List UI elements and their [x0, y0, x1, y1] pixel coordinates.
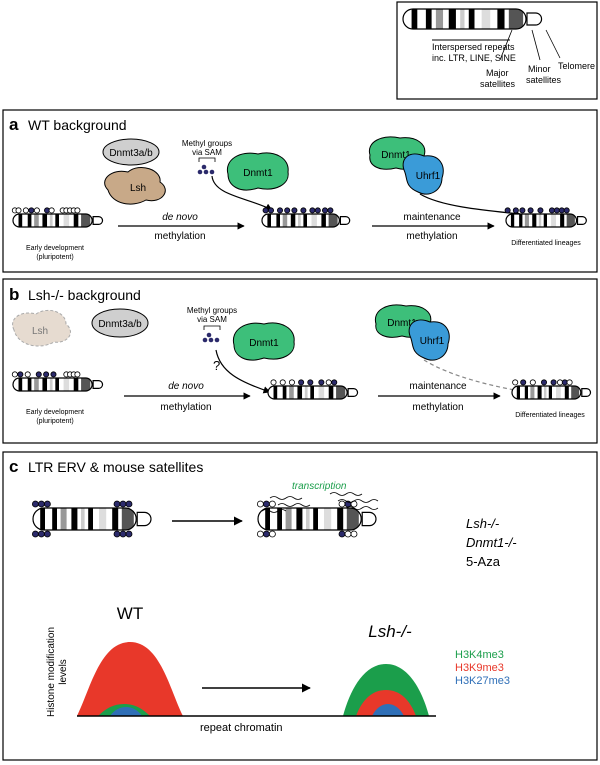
panel-a-letter: a — [9, 115, 19, 134]
lsh-h3k9me3-peak — [356, 690, 416, 716]
uhrf1-label: Uhrf1 — [416, 171, 441, 182]
methyl-dots-b — [202, 332, 220, 343]
maint-methylation-label-b: methylation — [412, 402, 463, 413]
maintenance-label: maintenance — [403, 212, 461, 223]
methyl-transfer-arrow — [211, 175, 273, 211]
panel-c-title: LTR ERV & mouse satellites — [28, 459, 203, 475]
diff-lineages-label-b: Differentiated lineages — [515, 412, 585, 419]
uhrf1-protein — [402, 153, 444, 195]
dnmt1-maint-label: Dnmt1 — [381, 150, 411, 161]
de-novo-label-b: de novo — [168, 381, 204, 392]
pluripotent-label: (pluripotent) — [36, 254, 73, 261]
condition-dnmt1: Dnmt1-/- — [466, 535, 517, 550]
legend-minor-1: Minor — [528, 64, 551, 74]
chromosome-a-diff — [504, 207, 587, 228]
methyl-groups-label: Methyl groups — [182, 139, 232, 148]
legend-chromosome — [402, 8, 543, 30]
diff-lineages-label: Differentiated lineages — [511, 240, 581, 247]
lsh-ko-label: Lsh-/- — [368, 622, 412, 641]
chromosome-b-mid — [267, 379, 359, 400]
dnmt1-label: Dnmt1 — [243, 168, 273, 179]
panel-c-letter: c — [9, 457, 18, 476]
histone-plot: repeat chromatin Histone modification le… — [46, 627, 436, 734]
dnmt1-label-b: Dnmt1 — [249, 338, 279, 349]
early-dev-label-b: Early development — [26, 409, 84, 416]
transcript-squiggles — [261, 492, 379, 513]
panel-a: a WT background Dnmt3a/b Lsh Methyl grou… — [2, 109, 598, 273]
dnmt1-protein-b — [232, 322, 295, 361]
lsh-protein — [104, 167, 166, 205]
chromosome-c-left — [32, 500, 152, 538]
legend-repeats-sub: inc. LTR, LINE, SINE — [432, 53, 516, 63]
chromosome-a-early — [11, 207, 104, 228]
chromosome-a-mid — [261, 207, 351, 228]
dnmt1-maint-label-b: Dnmt1 — [387, 318, 417, 329]
y-axis-label-1: Histone modification — [46, 627, 57, 717]
histone-marks-legend: H3K4me3 H3K9me3 H3K27me3 — [455, 649, 510, 687]
panel-c: c LTR ERV & mouse satellites transcripti… — [2, 451, 598, 761]
transcription-label: transcription — [292, 481, 347, 492]
panel-b: b Lsh-/- background Lsh Dnmt3a/b Methyl … — [2, 278, 598, 444]
lsh-label: Lsh — [130, 183, 146, 194]
maintenance-label-b: maintenance — [409, 381, 467, 392]
wt-h3k9me3-peak — [77, 642, 183, 716]
maintenance-arrow-curve-b — [423, 359, 527, 395]
methylation-label: methylation — [154, 231, 205, 242]
panel-b-letter: b — [9, 285, 19, 304]
panel-a-title: WT background — [28, 117, 127, 133]
methyl-transfer-arrow-b — [215, 349, 271, 394]
legend-repeats: Interspersed repeats — [432, 42, 515, 52]
de-novo-label: de novo — [162, 212, 198, 223]
legend-h3k9me3: H3K9me3 — [455, 662, 504, 674]
condition-5aza: 5-Aza — [466, 554, 501, 569]
dnmt3ab-label: Dnmt3a/b — [109, 148, 153, 159]
legend-h3k4me3: H3K4me3 — [455, 649, 504, 661]
uhrf1-label-b: Uhrf1 — [420, 336, 445, 347]
panel-b-title: Lsh-/- background — [28, 287, 141, 303]
lsh-h3k27me3-peak — [372, 704, 404, 716]
via-sam-label: via SAM — [192, 148, 222, 157]
lsh-protein-faded — [12, 309, 71, 347]
methylation-label-b: methylation — [160, 402, 211, 413]
pluripotent-label-b: (pluripotent) — [36, 418, 73, 425]
uhrf1-protein-b — [408, 319, 450, 361]
dnmt1-protein — [226, 152, 289, 191]
chromosome-c-right — [256, 500, 377, 538]
early-dev-label: Early development — [26, 245, 84, 252]
legend-minor-2: satellites — [526, 75, 562, 85]
dnmt3ab-protein-b — [91, 308, 149, 338]
lsh-faded-label: Lsh — [32, 326, 48, 337]
wt-label: WT — [117, 604, 143, 623]
legend-h3k27me3: H3K27me3 — [455, 675, 510, 687]
maint-methylation-label: methylation — [406, 231, 457, 242]
methyl-groups-label-b: Methyl groups — [187, 306, 237, 315]
legend-box: Interspersed repeats inc. LTR, LINE, SIN… — [396, 1, 598, 100]
methyl-dots — [197, 164, 215, 175]
legend-major-2: satellites — [480, 79, 516, 89]
chromosome-b-early — [11, 371, 104, 392]
dnmt3ab-label-b: Dnmt3a/b — [98, 319, 142, 330]
x-axis-label: repeat chromatin — [200, 722, 283, 734]
wt-h3k27me3-peak — [110, 707, 142, 716]
legend-telomere: Telomere — [558, 61, 595, 71]
dnmt3ab-protein — [102, 138, 160, 166]
legend-major-1: Major — [486, 68, 509, 78]
via-sam-label-b: via SAM — [197, 315, 227, 324]
question-mark: ? — [213, 358, 220, 373]
condition-lsh: Lsh-/- — [466, 516, 500, 531]
y-axis-label-2: levels — [58, 659, 69, 685]
chromosome-b-diff — [511, 379, 592, 400]
